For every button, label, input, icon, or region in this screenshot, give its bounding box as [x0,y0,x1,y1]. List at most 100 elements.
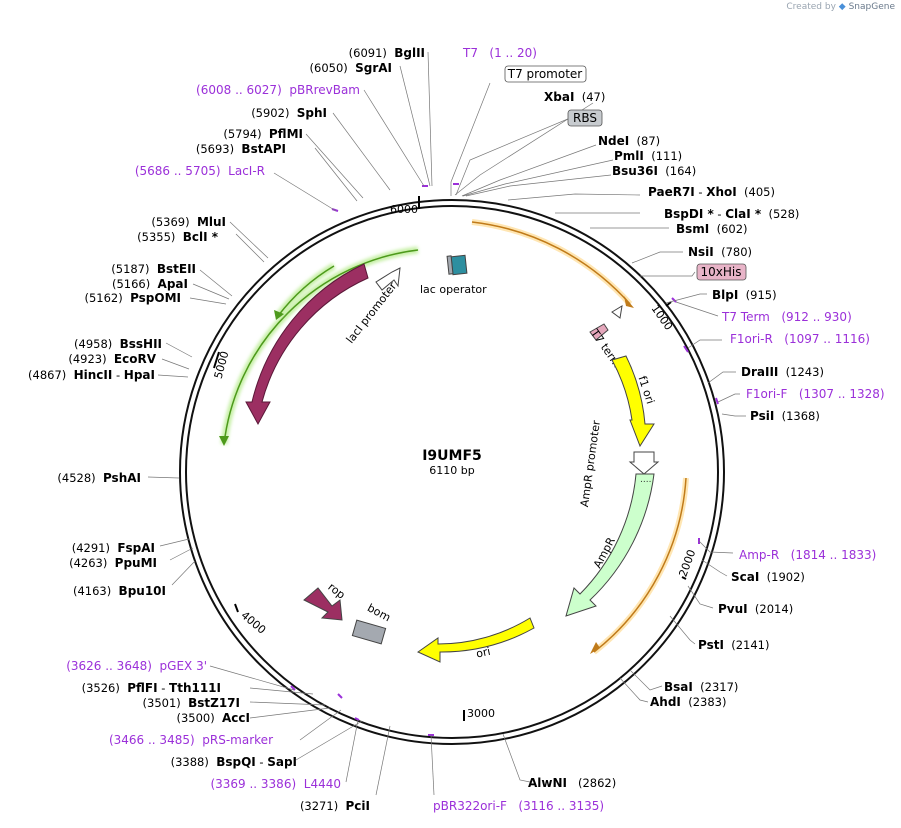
ruler-tick-3000: 3000 [467,707,495,720]
label-amp-r: Amp-R (1814 .. 1833) [739,548,876,562]
label-blpi: BlpI (915) [712,288,777,302]
label-blpi-part: BlpI [712,288,738,302]
label-pvui: PvuI (2014) [718,602,793,616]
label-blpi-part: (915) [738,288,776,302]
label-ppumi-part: PpuMI [115,556,157,570]
feature-f1-ori[interactable] [611,355,655,448]
label-ppumi-part: (4263) [69,556,115,570]
ruler [213,196,687,721]
feature-bom-label: bom [365,601,393,624]
feature-t7-terminator-arrow [611,305,623,319]
label-psti-part: PstI [698,638,724,652]
label-pspomi: (5162) PspOMI [85,291,182,305]
label-nsii: NsiI (780) [688,245,752,259]
label-pspomi-part: (5162) [85,291,131,305]
ruler-tick-1000: 1000 [649,302,676,332]
label-bspdi-clai-part: BspDI * [664,207,714,221]
label-hincii-hpai-part: (4867) [28,368,74,382]
label-sphi-part: SphI [297,106,327,120]
label-sphi-part: (5902) [251,106,297,120]
feature-ampr[interactable] [565,473,655,617]
label-scai-part: ScaI [731,570,759,584]
plasmid-name: I9UMF5 [422,448,482,464]
label-nsii-part: (780) [714,245,752,259]
feature-laci[interactable] [245,263,369,426]
label-acci: (3500) AccI [176,711,250,725]
label-pbrrevbam: (6008 .. 6027) pBRrevBam [196,83,360,97]
orf-arc-top-right [471,219,633,306]
label-pgex3-part: pGEX 3' [160,659,207,673]
label-f1ori-f: F1ori-F (1307 .. 1328) [746,387,885,401]
label-psii: PsiI (1368) [750,409,820,423]
label-mlui: (5369) MluI [151,215,226,229]
boxed-label-rbs-box [567,109,603,127]
feature-ampr-dots: .... [640,475,651,485]
label-bsu36i-part: Bsu36I [612,164,658,178]
label-f1ori-r-part: F1ori-R [730,332,773,346]
label-sphi: (5902) SphI [251,106,327,120]
feature-lac-operator[interactable] [450,254,468,276]
label-paer7i-xhoi: PaeR7I - XhoI (405) [648,185,775,199]
label-bsai-part: BsaI [664,680,693,694]
label-draiii: DraIII (1243) [741,365,824,379]
label-pbr322ori-f-part: (3116 .. 3135) [507,799,604,813]
label-alwni-part: (2862) [567,776,616,790]
label-t7-term-part: (912 .. 930) [770,310,852,324]
label-psii-part: (1368) [774,409,820,423]
plasmid-length: 6110 bp [429,464,474,477]
label-bglii: (6091) BglII [349,46,425,60]
boxed-label-10xhis-box [696,263,747,281]
ruler-tick-4000: 4000 [238,609,268,637]
ruler-tick-2000: 2000 [677,548,699,579]
label-bpu10i: (4163) Bpu10I [73,584,166,598]
label-bsu36i-part: (164) [658,164,696,178]
label-bsmi-part: BsmI [676,222,709,236]
label-hincii-hpai-part: HincII [74,368,113,382]
label-sgrai: (6050) SgrAI [310,61,392,75]
label-f1ori-f-part: F1ori-F [746,387,787,401]
feature-rop[interactable] [303,587,343,621]
label-pmli-part: PmlI [614,149,644,163]
label-f1ori-r-part: (1097 .. 1116) [773,332,870,346]
label-amp-r-part: Amp-R [739,548,779,562]
feature-laci-promoter[interactable] [375,267,401,291]
label-apai-part: ApaI [158,277,188,291]
label-bsai-part: (2317) [693,680,739,694]
label-bspdi-clai-part: (528) [761,207,799,221]
label-sgrai-part: (6050) [310,61,356,75]
label-bsmi-part: (602) [709,222,747,236]
label-f1ori-f-part: (1307 .. 1328) [787,387,884,401]
label-pcii-part: PciI [346,799,371,813]
label-scai-part: (1902) [759,570,805,584]
label-psti: PstI (2141) [698,638,770,652]
label-pvui-part: PvuI [718,602,748,616]
label-acci-part: (3500) [176,711,222,725]
label-ecorv-part: EcoRV [114,352,157,366]
label-hincii-hpai: (4867) HincII - HpaI [28,368,155,382]
label-bsmi: BsmI (602) [676,222,748,236]
feature-t7-terminator[interactable] [589,323,609,341]
label-bspdi-clai-part: - [714,207,725,221]
feature-ori-label: ori [475,645,492,661]
label-bspqi-sapi: (3388) BspQI - SapI [171,755,297,769]
feature-bom[interactable] [351,619,387,645]
label-bsteii-part: (5187) [111,262,157,276]
label-pflmi: (5794) PflMI [223,127,303,141]
label-draiii-part: DraIII [741,365,778,379]
label-l4440-part: (3369 .. 3386) [210,777,303,791]
orf-arc-left [223,249,419,445]
feature-ampr-promoter[interactable] [628,451,660,475]
backbone-outer [179,199,725,745]
label-acci-part: AccI [222,711,250,725]
label-prs-marker-part: (3466 .. 3485) [109,733,202,747]
feature-ori[interactable] [416,617,535,663]
label-bcli: (5355) BclI * [137,230,219,244]
label-bpu10i-part: Bpu10I [119,584,166,598]
label-xbai: XbaI (47) [544,90,605,104]
boxed-label-t7-promoter-box [504,65,587,83]
orf-arrow-left [219,436,229,446]
label-pgex3-part: (3626 .. 3648) [66,659,159,673]
credit-text: Created by ◆ SnapGene [786,2,895,12]
boxed-label-rbs: RBS [567,109,603,127]
